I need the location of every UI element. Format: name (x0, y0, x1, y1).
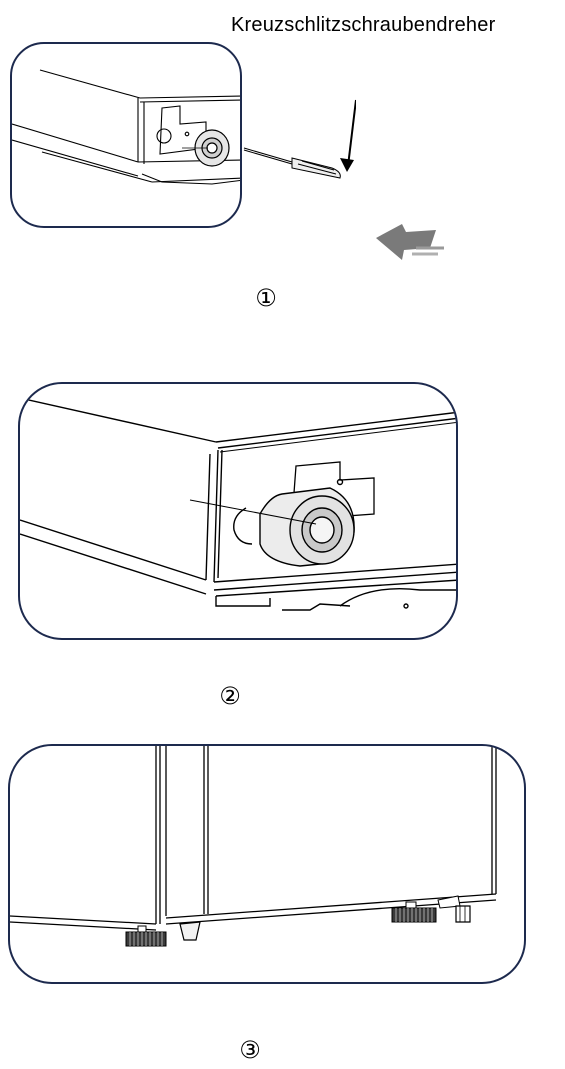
step-3-number: ③ (239, 1036, 261, 1064)
step-3-illustration (8, 744, 526, 984)
step-2-illustration (18, 382, 458, 640)
step-2-number: ② (219, 682, 241, 710)
step-2-drawing (20, 397, 456, 611)
screwdriver-icon (243, 99, 356, 179)
step-3-drawing (10, 746, 497, 947)
step-1-number: ① (255, 284, 277, 312)
direction-arrow-icon (376, 224, 444, 260)
step-1-illustration (10, 42, 242, 228)
step-1-drawing (12, 69, 240, 185)
screwdriver-label: Kreuzschlitzschraubendreher (231, 14, 496, 36)
